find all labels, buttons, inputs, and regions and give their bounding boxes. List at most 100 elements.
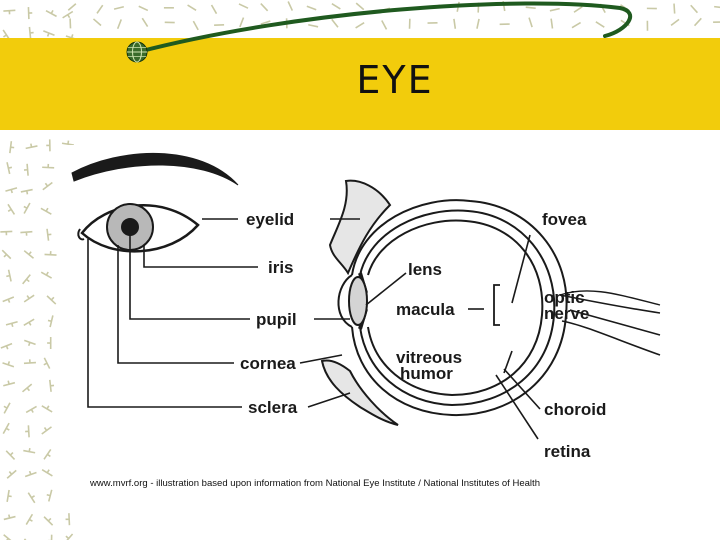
label-eyelid: eyelid: [246, 210, 294, 229]
pattern-glyph: [46, 139, 51, 152]
front-pupil: [121, 218, 139, 236]
pattern-glyph: [355, 21, 365, 29]
pattern-glyph: [6, 489, 12, 502]
pattern-glyph: [47, 315, 54, 328]
pattern-glyph: [40, 207, 52, 215]
pattern-glyph: [476, 18, 480, 29]
pattern-glyph: [47, 337, 52, 350]
pattern-glyph: [714, 5, 720, 9]
pattern-glyph: [187, 4, 197, 12]
pattern-glyph: [6, 269, 12, 282]
pattern-glyph: [355, 2, 365, 11]
globe-icon: [126, 41, 148, 63]
pattern-glyph: [23, 294, 35, 303]
label-nerve: nerve: [544, 304, 589, 323]
label-lens: lens: [408, 260, 442, 279]
front-eye-outline: [80, 204, 200, 253]
macula-bracket: [493, 284, 500, 326]
pattern-glyph: [20, 230, 33, 236]
retina-layer: [367, 219, 544, 397]
pattern-glyph: [23, 250, 35, 259]
pattern-glyph: [65, 533, 74, 540]
pattern-glyph: [1, 249, 12, 260]
pattern-glyph: [573, 6, 583, 13]
pattern-glyph: [43, 448, 52, 460]
pattern-glyph: [42, 181, 53, 191]
image-credit: www.mvrf.org - illustration based upon i…: [89, 478, 540, 489]
eye-diagram: eyelid iris pupil cornea sclera lens mac…: [60, 145, 710, 505]
label-cornea: cornea: [240, 354, 296, 373]
label-pupil: pupil: [256, 310, 297, 329]
pattern-glyph: [192, 20, 199, 31]
pattern-glyph: [46, 489, 53, 502]
label-retina: retina: [544, 442, 591, 461]
pattern-glyph: [550, 18, 554, 29]
pattern-glyph: [44, 251, 57, 256]
pattern-glyph: [287, 1, 294, 11]
pattern-glyph: [670, 18, 680, 27]
pattern-glyph: [41, 426, 52, 435]
label-vitreous: vitreous: [396, 348, 462, 367]
pattern-glyph: [7, 203, 16, 215]
pattern-glyph: [5, 187, 18, 194]
pattern-glyph: [238, 3, 249, 9]
pattern-glyph: [6, 469, 17, 479]
pattern-glyph: [21, 383, 33, 393]
pattern-glyph: [210, 4, 218, 15]
pattern-glyph: [2, 296, 15, 303]
pattern-glyph: [308, 23, 319, 28]
pattern-glyph: [47, 534, 53, 540]
label-iris: iris: [268, 258, 294, 277]
pattern-glyph: [43, 30, 55, 37]
pattern-glyph: [23, 202, 31, 214]
pattern-glyph: [3, 380, 16, 387]
pattern-glyph: [5, 320, 18, 327]
pattern-glyph: [260, 20, 271, 25]
pattern-glyph: [46, 295, 57, 305]
lower-eyelid-section: [320, 359, 399, 426]
pattern-glyph: [673, 3, 676, 14]
pattern-glyph: [571, 21, 581, 29]
label-humor: humor: [400, 364, 453, 383]
pattern-glyph: [23, 318, 35, 326]
pattern-glyph: [331, 2, 341, 10]
pattern-glyph: [2, 361, 15, 368]
pattern-glyph: [23, 339, 36, 347]
pattern-glyph: [41, 405, 53, 413]
pattern-glyph: [306, 5, 317, 11]
pattern-glyph: [25, 425, 30, 438]
pattern-glyph: [42, 163, 55, 169]
pattern-glyph: [27, 7, 33, 20]
pattern-glyph: [260, 2, 269, 12]
pattern-glyph: [61, 140, 74, 146]
pattern-glyph: [65, 513, 71, 526]
pattern-glyph: [381, 20, 388, 30]
pattern-glyph: [43, 357, 51, 369]
pattern-glyph: [67, 3, 77, 11]
pattern-glyph: [43, 516, 54, 526]
pattern-glyph: [25, 405, 37, 414]
optic-nerve: [559, 294, 661, 356]
pattern-glyph: [3, 514, 16, 521]
leader-cornea: [117, 245, 234, 364]
pattern-glyph: [40, 271, 53, 279]
pattern-glyph: [0, 230, 13, 236]
pattern-glyph: [48, 379, 55, 392]
pattern-glyph: [3, 402, 11, 414]
green-swoosh: [136, 1, 633, 54]
choroid-layer: [359, 209, 556, 407]
upper-eyelid-section: [328, 179, 392, 276]
pattern-glyph: [23, 359, 36, 365]
pattern-glyph: [23, 163, 29, 176]
pattern-glyph: [690, 4, 699, 14]
pattern-glyph: [45, 9, 57, 18]
pattern-glyph: [331, 18, 339, 28]
leader-sclera: [87, 239, 242, 408]
pattern-glyph: [453, 18, 457, 29]
leader-iris: [143, 245, 258, 268]
title-band: [0, 38, 720, 130]
pattern-glyph: [141, 17, 149, 28]
pattern-glyph: [5, 450, 16, 460]
lens-shape: [348, 276, 368, 326]
pattern-glyph: [113, 5, 124, 10]
